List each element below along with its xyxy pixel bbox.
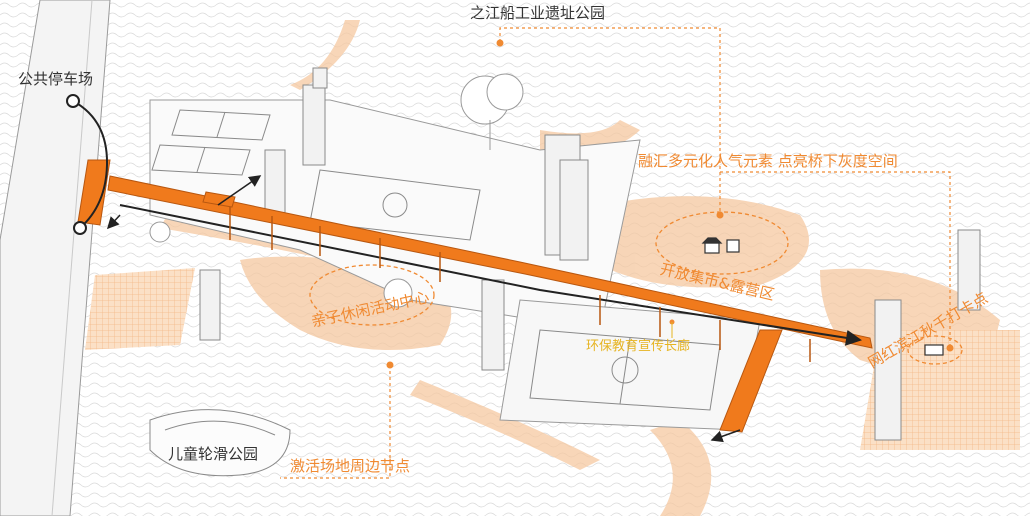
building-columns [199, 67, 981, 441]
label-kids-skate-park: 儿童轮滑公园 [168, 445, 259, 463]
label-public-parking: 公共停车场 [18, 70, 94, 88]
label-gray-space: 融汇多元化人气元素 点亮桥下灰度空间 [638, 152, 898, 170]
basketball-courts [309, 169, 721, 411]
elevated-bridge [77, 159, 873, 443]
market-icons [701, 237, 944, 356]
label-activate-nodes: 激活场地周边节点 [290, 457, 411, 475]
bridge-piers [229, 207, 811, 362]
label-eco-corridor: 环保教育宣传长廊 [586, 339, 691, 354]
focus-circles [309, 211, 963, 365]
skate-park [149, 409, 291, 477]
lower-courts [499, 299, 761, 431]
callout-dots [386, 39, 954, 369]
road-line [51, 0, 93, 516]
parking-callout [66, 94, 109, 235]
trees [149, 73, 524, 308]
callout-lines [280, 27, 951, 479]
label-shipyard-park: 之江船工业遗址公园 [470, 4, 606, 22]
tennis-courts [151, 109, 271, 176]
circulation-paths [160, 20, 1000, 516]
